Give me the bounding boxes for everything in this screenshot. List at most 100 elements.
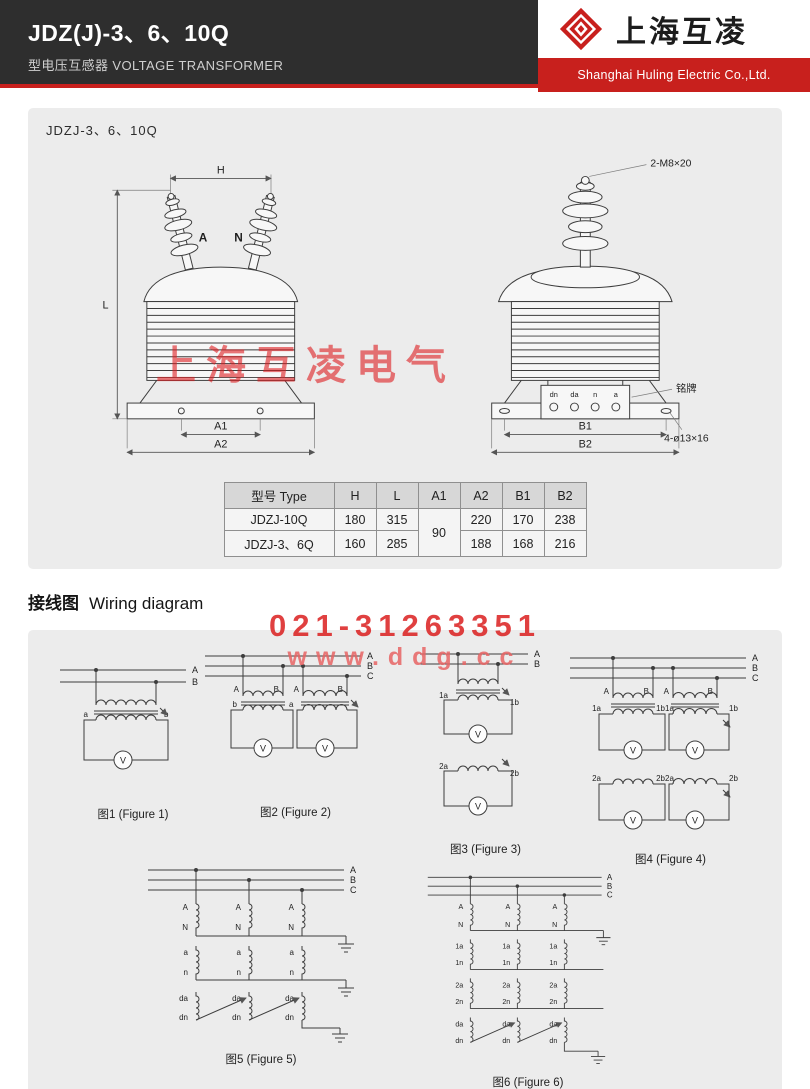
terminal-label: n [237,968,241,977]
terminal-label: 1b1a [656,704,674,713]
secondary-coil [95,714,157,721]
terminal-box [540,384,631,420]
phase-label: A [192,665,198,675]
wiring-heading-zh: 接线图 [28,594,79,613]
page-title: JDZ(J)-3、6、10Q [28,20,230,46]
voltmeter-label: V [475,730,481,740]
terminal-label: A [604,687,610,696]
terminal-label: 1a [549,942,557,950]
terminal-stud-icon [590,402,600,412]
terminal-stud-icon [570,402,579,412]
voltmeter-label: V [120,756,126,766]
terminal-label: A [234,685,240,694]
spec-table: 型号 Type H L A1 A2 B1 B2 JDZJ-10Q 180 315… [223,482,587,557]
figure-4-schematic: A B C A B A B 1a 1b1a 1b [570,653,759,830]
spec-cell: 170 [501,508,545,531]
secondary-coil [672,778,718,785]
spec-col-header: A2 [459,482,503,509]
terminal-label: N [458,921,463,929]
spec-cell: 188 [459,530,503,557]
terminal-label: b [233,700,238,709]
phase-label: A [534,649,540,659]
terminal-label: 1n [455,959,463,967]
core-body [510,301,660,381]
spec-cell: 216 [543,530,587,557]
secondary-coil [457,765,499,772]
primary-coil [95,699,157,706]
terminal-label: 2n [549,998,557,1006]
bushing-left-icon [156,189,204,273]
terminal-label: A [553,903,558,911]
terminal-label: 1b [510,698,519,707]
base-legs [139,380,302,404]
terminal-label: 2b [729,774,738,783]
figure-3-schematic: A B 1a 1b V 2a 2b V [420,649,540,816]
terminal-label: dn [550,390,558,399]
secondary-coil [457,694,499,701]
terminal-label: 2n [502,998,510,1006]
voltmeter-icon [113,750,133,770]
terminal-label: 2a [592,774,601,783]
terminal-label: N [505,921,510,929]
figure-2-schematic: A B C A B A B b a [205,651,374,758]
arrow-icon [501,687,510,696]
figure-caption: 图2 (Figure 2) [260,807,331,819]
terminal-label: da [179,994,188,1003]
terminal-label: a [290,948,295,957]
phase-label: C [607,891,613,900]
terminal-label: B [708,687,713,696]
primary-coil [457,678,499,685]
primary-coil [242,690,284,697]
terminal-label: dn [179,1013,188,1022]
secondary-coil [242,704,284,711]
meter-loop [443,770,513,807]
spec-cell: 220 [459,508,503,531]
spec-cell: 315 [375,508,419,531]
terminal-label: da [570,390,579,399]
terminal-label: dn [232,1013,241,1022]
terminal-label: 2b2a [656,774,674,783]
terminal-label: a [84,710,89,719]
secondary-coil [672,708,718,715]
figure-2: A B C A B A B b a [203,648,388,820]
terminal-label: B [274,685,279,694]
dim-label-a2: A2 [214,438,227,450]
figure-caption: 图3 (Figure 3) [450,844,521,856]
phase-label: C [350,885,357,895]
terminal-label: da [502,1020,510,1028]
base-bolt-icon [177,407,185,415]
spec-cell-a1-merged: 90 [417,508,461,557]
terminal-label: 2a [455,981,463,989]
phase-label: A [752,653,758,663]
core-lines [611,703,719,708]
terminal-label: 2a [439,762,448,771]
terminal-label: A [506,903,511,911]
dim-label-b1: B1 [579,421,592,433]
phase-label: B [534,659,540,669]
terminal-label: dn [455,1037,463,1045]
terminal-label: N [288,923,294,932]
terminal-label: 1a [455,942,463,950]
meter-loop [598,783,666,821]
dome-outline [143,266,299,303]
secondary-windings [195,946,306,980]
primary-leads [242,656,348,696]
terminal-label: 1n [549,959,557,967]
open-delta-link [470,1022,516,1043]
page-subtitle: 型电压互感器 VOLTAGE TRANSFORMER [28,58,284,73]
arrow-icon [501,758,510,767]
voltmeter-icon [468,724,488,744]
voltmeter-label: V [630,746,636,756]
figure-1: A B a b V 图1 (Figure 1) [58,660,208,822]
voltmeter-icon [685,740,705,760]
terminal-label: 1a [439,691,448,700]
terminal-label: A [664,687,670,696]
meter-loop [83,719,169,761]
core-lines [241,701,349,706]
terminal-label: a [614,390,619,399]
terminal-label: n [290,968,294,977]
terminal-label: 1b [729,704,738,713]
primary-leads [95,670,157,705]
spec-header-row: 型号 Type H L A1 A2 B1 B2 [223,482,587,509]
phase-lines [427,876,602,896]
